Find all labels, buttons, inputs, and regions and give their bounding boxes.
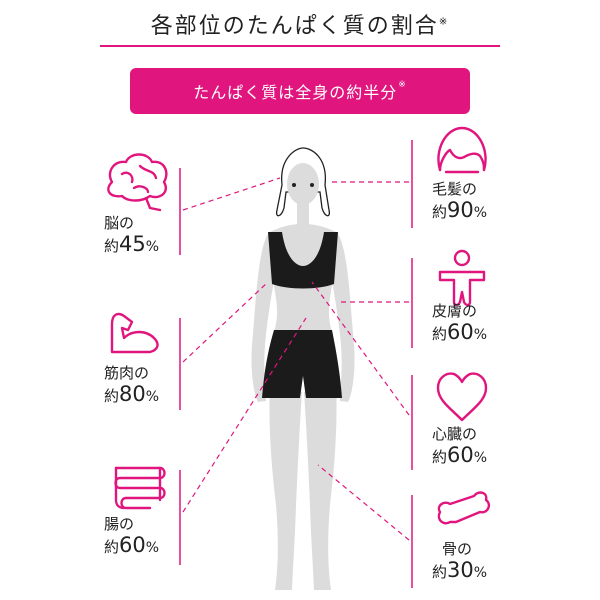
percent-sign: % (473, 450, 488, 466)
bone-name: 骨の (442, 540, 473, 558)
percent-sign: % (473, 327, 488, 343)
bone-icon (437, 491, 491, 525)
title-text: 各部位のたんぱく質の割合 (150, 14, 439, 39)
title-underline (100, 45, 500, 47)
percent-sign: % (473, 565, 488, 581)
muscle-value: 80 (119, 382, 146, 406)
percent-sign: % (145, 239, 160, 255)
about-prefix: 約 (104, 538, 120, 556)
hair-value: 90 (447, 198, 474, 222)
percent-sign: % (145, 389, 160, 405)
neck (297, 203, 309, 225)
title-note-mark: ※ (438, 16, 450, 28)
leader-gut (182, 317, 307, 513)
heart-label: 心臓の 約60% (432, 425, 487, 468)
brain-icon (107, 153, 168, 212)
person-skin-icon (438, 249, 486, 307)
about-prefix: 約 (432, 325, 448, 343)
gut-label: 腸の 約60% (104, 515, 159, 558)
muscle-label: 筋肉の 約80% (104, 364, 159, 407)
hair-head-icon (437, 126, 487, 174)
gut-pct: 約60% (104, 533, 159, 558)
flexed-arm-icon (110, 312, 159, 354)
muscle-name: 筋肉の (104, 364, 150, 382)
skin-label: 皮膚の 約60% (432, 302, 487, 345)
left-leg (304, 380, 337, 590)
leader-heart (311, 281, 410, 416)
heart-pct: 約60% (432, 443, 487, 468)
brain-label: 脳の 約45% (104, 214, 159, 257)
percent-sign: % (473, 205, 488, 221)
about-prefix: 約 (432, 203, 448, 221)
brain-pct: 約45% (104, 232, 159, 257)
skin-name: 皮膚の (432, 302, 478, 320)
leader-bone (317, 464, 410, 541)
gut-name: 腸の (104, 515, 135, 533)
leader-lines (182, 177, 410, 541)
intestine-icon (114, 466, 166, 510)
right-leg (269, 380, 302, 590)
heart-value: 60 (447, 443, 474, 467)
hair-pct: 約90% (432, 198, 487, 223)
guide-rules (179, 140, 413, 588)
page-title: 各部位のたんぱく質の割合※ (0, 8, 600, 40)
percent-sign: % (145, 540, 160, 556)
leader-muscle (182, 281, 269, 363)
heart-icon (436, 372, 488, 422)
about-prefix: 約 (104, 387, 120, 405)
about-prefix: 約 (432, 448, 448, 466)
bone-label: 骨の 約30% (432, 540, 487, 583)
bone-pct: 約30% (432, 558, 487, 583)
about-prefix: 約 (432, 563, 448, 581)
head (287, 163, 319, 205)
sports-bra (268, 232, 338, 289)
about-prefix: 約 (104, 237, 120, 255)
leader-brain (182, 177, 281, 211)
left-eye (292, 183, 296, 187)
skin-pct: 約60% (432, 320, 487, 345)
heart-name: 心臓の (432, 425, 478, 443)
hair-label: 毛髪の 約90% (432, 180, 487, 223)
brain-name: 脳の (104, 214, 135, 232)
hair-name: 毛髪の (432, 180, 478, 198)
summary-banner: たんぱく質は全身の約半分※ (130, 68, 470, 114)
bone-value: 30 (447, 558, 474, 582)
gut-value: 60 (119, 533, 146, 557)
banner-text: たんぱく質は全身の約半分 (193, 83, 398, 102)
skin-value: 60 (447, 320, 474, 344)
muscle-pct: 約80% (104, 382, 159, 407)
brain-value: 45 (119, 232, 146, 256)
shorts (262, 330, 342, 398)
woman-figure (251, 147, 355, 590)
banner-note-mark: ※ (398, 80, 407, 90)
right-eye (310, 183, 314, 187)
